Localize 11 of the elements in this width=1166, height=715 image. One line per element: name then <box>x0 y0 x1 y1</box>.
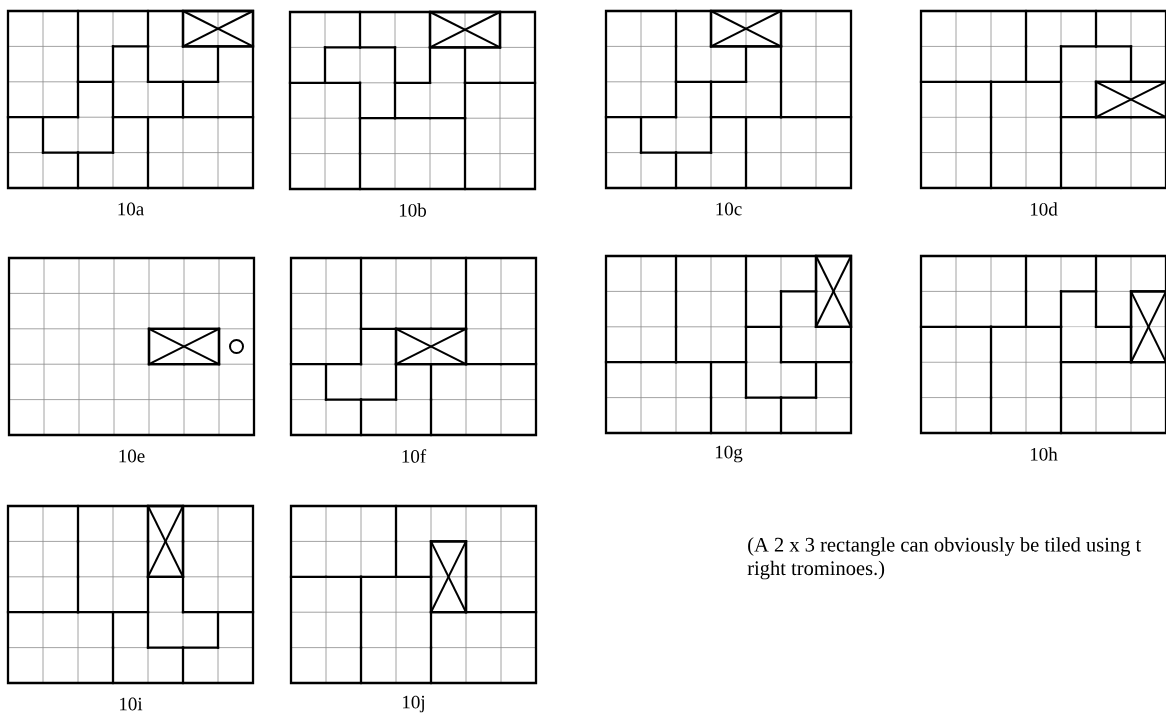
note-text: (A 2 x 3 rectangle can obviously be tiled using t right trominoes.) <box>747 537 1142 580</box>
figure-label: 10h <box>1030 447 1058 461</box>
figure-label: 10f <box>402 449 427 463</box>
figure-label: 10b <box>399 203 426 217</box>
figure-label: 10j <box>403 695 424 713</box>
figure-label: 10d <box>1030 202 1058 216</box>
figure-label: 10e <box>119 449 145 463</box>
figure-label: 10c <box>716 202 742 216</box>
figure-label: 10a <box>118 202 144 216</box>
figure-label: 10g <box>715 445 743 463</box>
figure-label: 10i <box>120 697 143 711</box>
